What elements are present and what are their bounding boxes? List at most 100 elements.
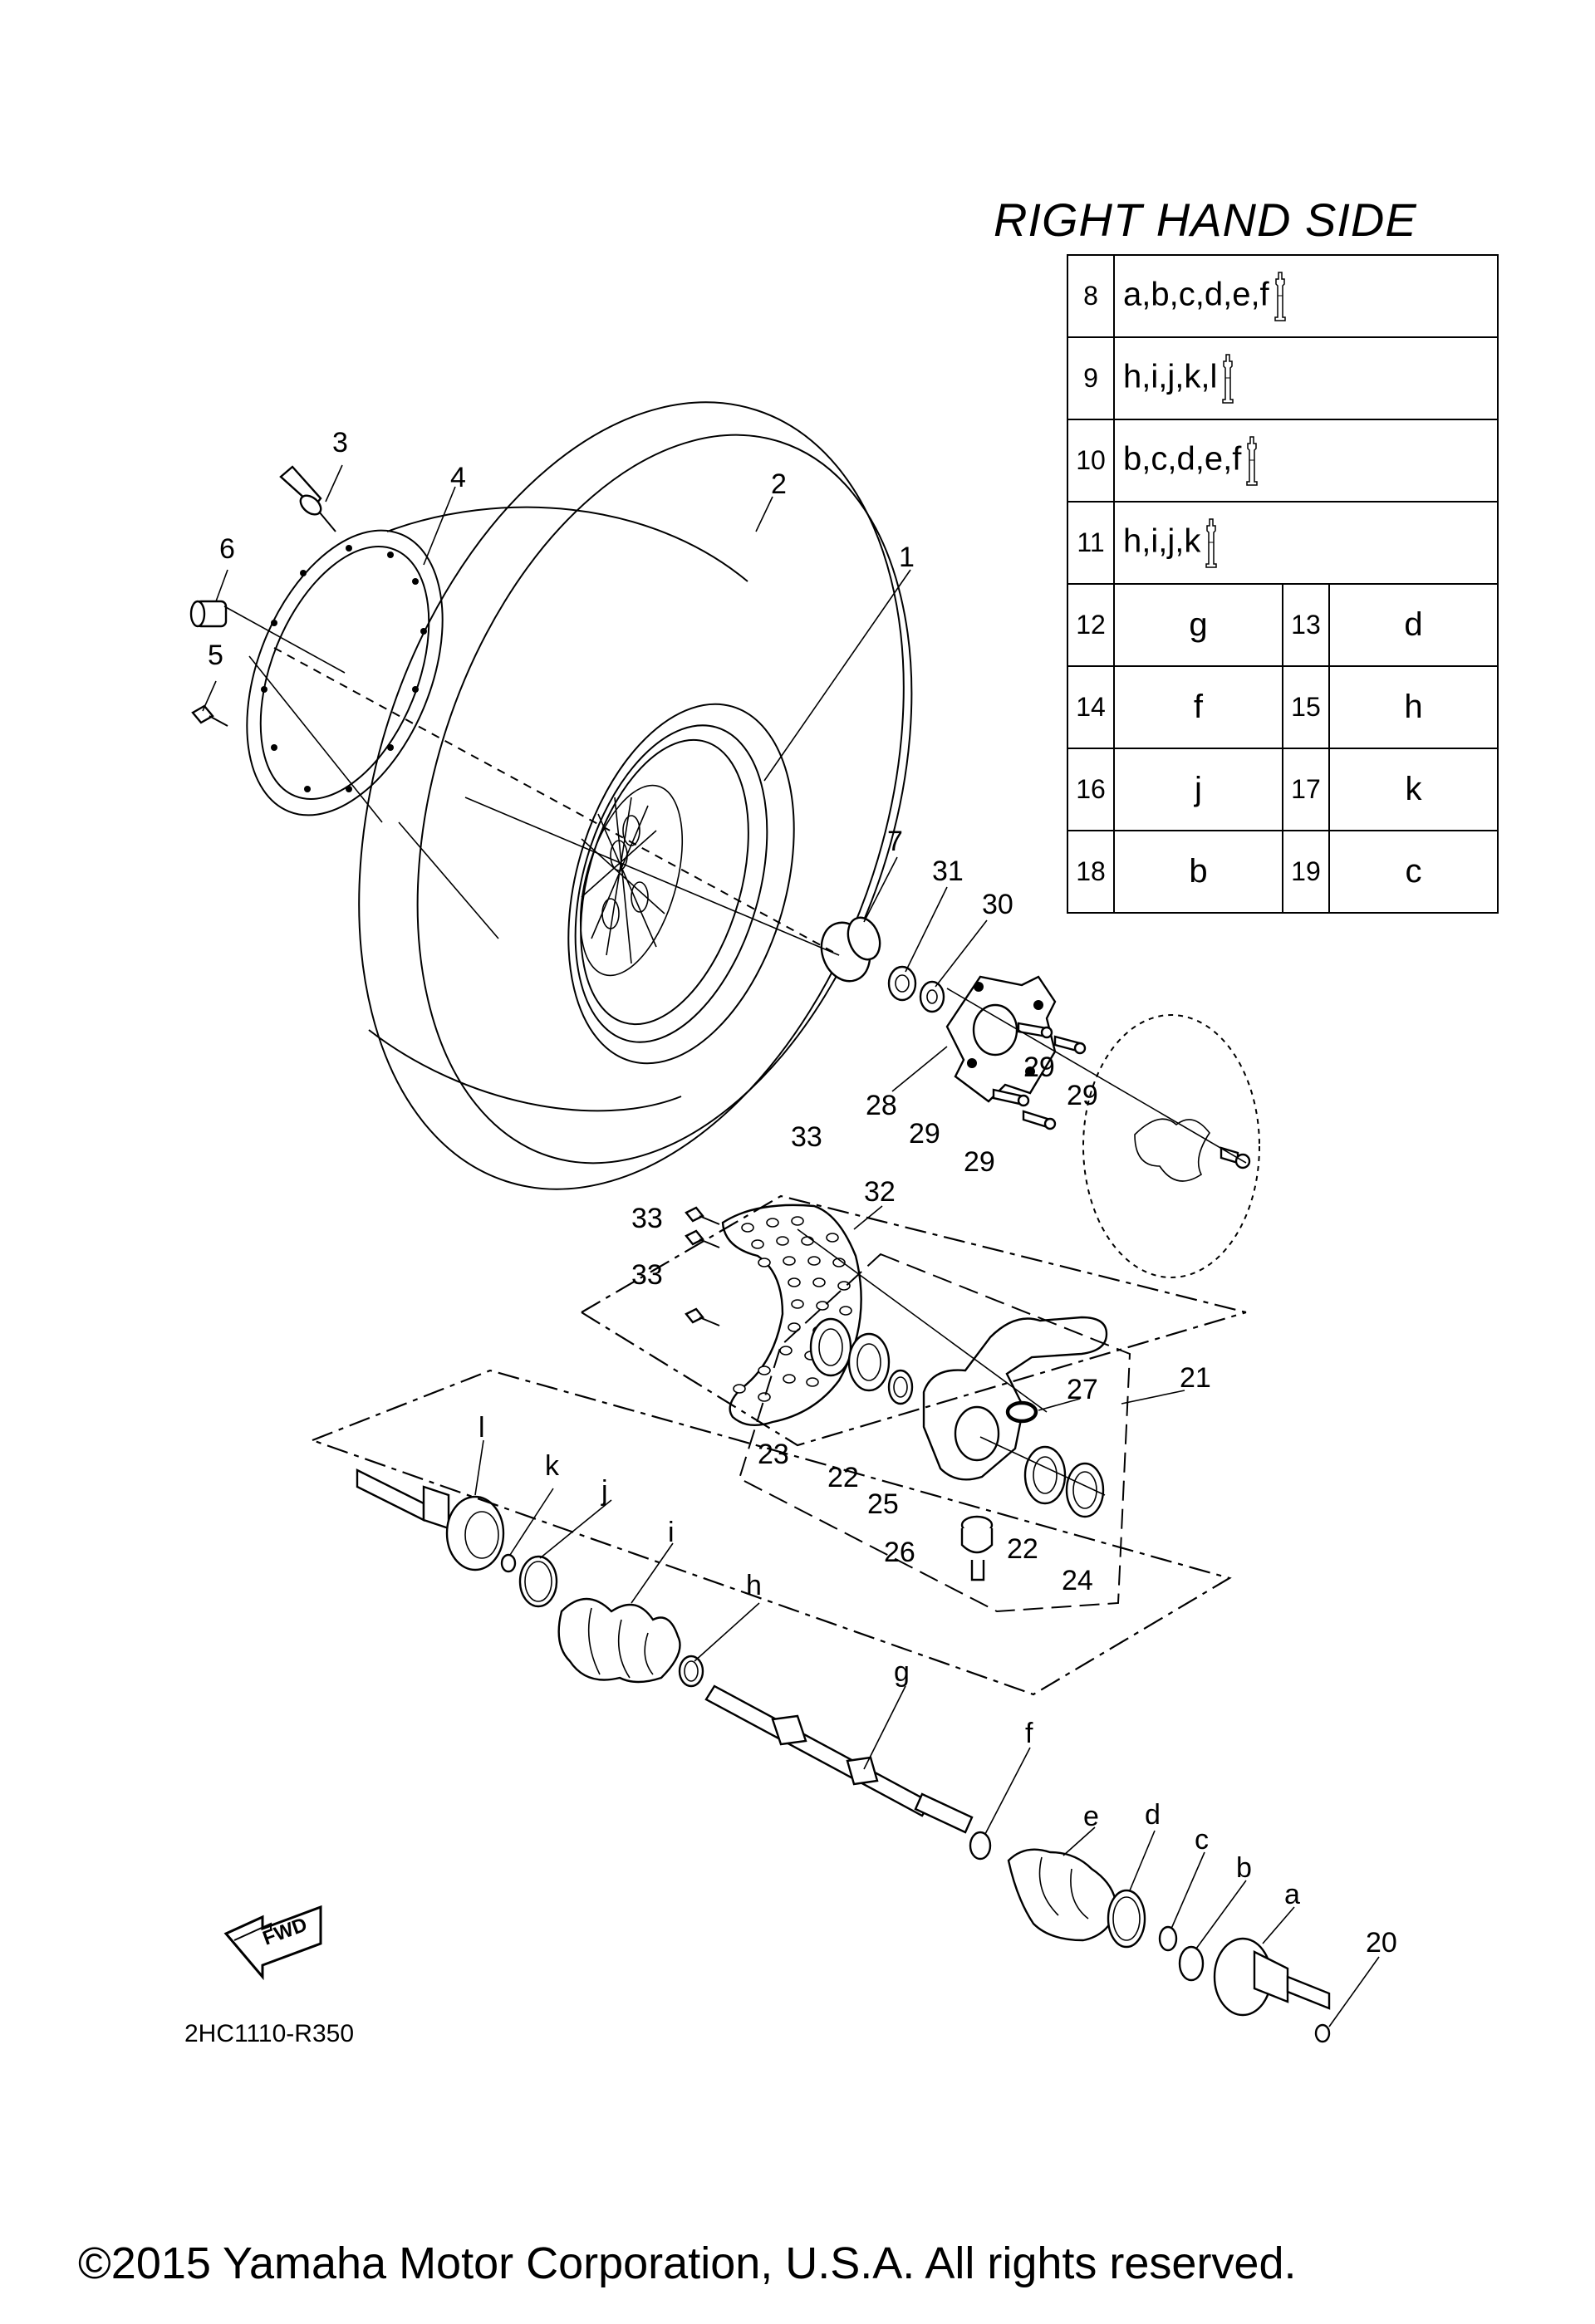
kit-number: 8 bbox=[1067, 254, 1115, 338]
guard-bolts bbox=[685, 1206, 720, 1326]
bead-lock-ring bbox=[246, 529, 444, 816]
steering-knuckle bbox=[922, 1316, 1108, 1481]
part-code: g bbox=[1113, 583, 1283, 667]
kit-number: 9 bbox=[1067, 336, 1115, 420]
boot-e bbox=[1007, 1848, 1118, 1942]
page-title: RIGHT HAND SIDE bbox=[994, 194, 1417, 246]
oil-seal bbox=[809, 1317, 852, 1377]
parts-kit-table: 8 a,b,c,d,e,f 9 h,i,j,k,l 10 b,c,d,e,f 1… bbox=[1067, 254, 1499, 914]
callout-e: e bbox=[1083, 1801, 1099, 1832]
callout-27: 27 bbox=[1067, 1374, 1098, 1405]
circlip bbox=[887, 1369, 914, 1405]
callout-33: 33 bbox=[631, 1259, 663, 1291]
circlip-k bbox=[500, 1553, 517, 1573]
ball-joint bbox=[960, 1515, 994, 1581]
callout-24: 24 bbox=[1062, 1565, 1093, 1596]
grease-tube-icon bbox=[1274, 271, 1286, 321]
callout-28: 28 bbox=[866, 1090, 897, 1121]
drive-shaft bbox=[704, 1684, 974, 1834]
guard-plate bbox=[721, 1204, 862, 1427]
kit-contents: a,b,c,d,e,f bbox=[1113, 254, 1499, 338]
callout-4: 4 bbox=[450, 462, 466, 493]
part-code: d bbox=[1328, 583, 1499, 667]
wheel-studs bbox=[992, 1022, 1087, 1130]
tire bbox=[358, 401, 913, 1190]
part-number: 14 bbox=[1067, 665, 1115, 749]
part-number: 16 bbox=[1067, 748, 1115, 831]
circlip-c bbox=[1158, 1925, 1178, 1952]
kit-contents: h,i,j,k,l bbox=[1113, 336, 1499, 420]
callout-29: 29 bbox=[964, 1146, 995, 1178]
part-code: f bbox=[1113, 665, 1283, 749]
kit-number: 10 bbox=[1067, 419, 1115, 503]
callout-33: 33 bbox=[791, 1121, 822, 1153]
callout-7: 7 bbox=[887, 826, 903, 857]
grease-tube-icon bbox=[1205, 517, 1218, 568]
callout-29: 29 bbox=[1067, 1080, 1098, 1111]
callout-25: 25 bbox=[867, 1488, 899, 1520]
callout-i: i bbox=[668, 1517, 675, 1548]
table-row: 8 a,b,c,d,e,f bbox=[1067, 254, 1499, 338]
callout-c: c bbox=[1195, 1824, 1209, 1856]
oil-seal bbox=[1065, 1462, 1105, 1518]
callout-h: h bbox=[746, 1570, 762, 1601]
callout-29: 29 bbox=[1023, 1052, 1055, 1083]
callout-6: 6 bbox=[219, 533, 235, 565]
bearing bbox=[847, 1332, 891, 1392]
callout-l: l bbox=[478, 1412, 485, 1444]
part-code: j bbox=[1113, 748, 1283, 831]
hub-nut bbox=[820, 916, 881, 983]
part-number: 18 bbox=[1067, 830, 1115, 914]
callout-5: 5 bbox=[208, 640, 223, 671]
callout-20: 20 bbox=[1366, 1927, 1397, 1959]
callout-a: a bbox=[1284, 1879, 1300, 1910]
callout-d: d bbox=[1145, 1799, 1161, 1831]
callout-33: 33 bbox=[631, 1203, 663, 1234]
table-row: 12 g 13 d bbox=[1067, 583, 1499, 667]
table-row: 9 h,i,j,k,l bbox=[1067, 336, 1499, 420]
callout-3: 3 bbox=[332, 427, 348, 458]
grease-tube-icon bbox=[1222, 353, 1234, 404]
table-row: 18 b 19 c bbox=[1067, 830, 1499, 914]
band-h bbox=[678, 1655, 704, 1688]
kit-parts-label: h,i,j,k,l bbox=[1123, 358, 1218, 395]
callout-2: 2 bbox=[771, 468, 787, 500]
callout-22: 22 bbox=[827, 1462, 859, 1493]
part-code: k bbox=[1328, 748, 1499, 831]
circlip-b bbox=[1178, 1945, 1205, 1982]
callout-22: 22 bbox=[1007, 1533, 1038, 1565]
callout-31: 31 bbox=[932, 856, 964, 887]
callout-21: 21 bbox=[1180, 1362, 1211, 1394]
reference-lines bbox=[223, 606, 1247, 1696]
kit-parts-label: a,b,c,d,e,f bbox=[1123, 276, 1269, 313]
table-row: 11 h,i,j,k bbox=[1067, 501, 1499, 585]
kit-contents: h,i,j,k bbox=[1113, 501, 1499, 585]
cv-joint-outer bbox=[1213, 1937, 1331, 2017]
spacer bbox=[919, 980, 945, 1013]
callout-23: 23 bbox=[758, 1439, 789, 1470]
band-f bbox=[969, 1831, 992, 1861]
band-j bbox=[518, 1555, 558, 1608]
fwd-arrow-icon: FWD bbox=[223, 1905, 322, 1981]
callout-26: 26 bbox=[884, 1537, 915, 1568]
callout-g: g bbox=[894, 1656, 910, 1688]
o-ring bbox=[1007, 1402, 1037, 1422]
part-code: c bbox=[1328, 830, 1499, 914]
valve-stem bbox=[279, 465, 336, 532]
table-row: 16 j 17 k bbox=[1067, 748, 1499, 831]
brake-disc bbox=[1082, 1014, 1260, 1278]
callout-j: j bbox=[601, 1475, 608, 1507]
kit-contents: b,c,d,e,f bbox=[1113, 419, 1499, 503]
kit-number: 11 bbox=[1067, 501, 1115, 585]
washer bbox=[887, 965, 917, 1002]
drawing-code: 2HC1110-R350 bbox=[184, 2020, 355, 2047]
circlip-20 bbox=[1314, 2023, 1331, 2043]
callout-29: 29 bbox=[909, 1118, 940, 1150]
part-number: 17 bbox=[1281, 748, 1330, 831]
boot-i bbox=[557, 1597, 681, 1684]
cap bbox=[189, 600, 228, 628]
callout-32: 32 bbox=[864, 1176, 896, 1208]
bearing bbox=[1023, 1445, 1067, 1505]
callout-1: 1 bbox=[899, 542, 915, 573]
